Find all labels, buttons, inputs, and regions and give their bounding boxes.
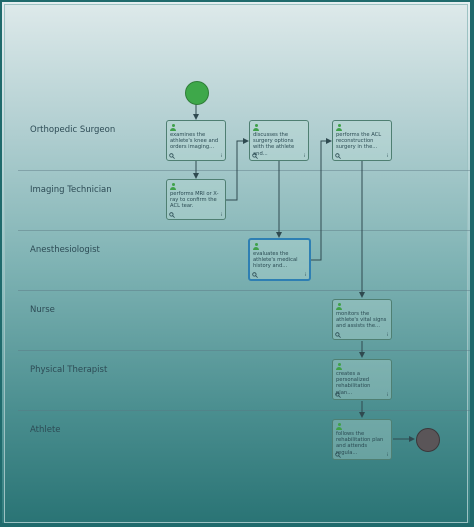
task-text: examines the athlete's knee and orders i… <box>170 132 219 151</box>
person-icon <box>170 183 176 190</box>
task-marker: i <box>303 154 305 159</box>
magnifier-icon <box>335 392 341 398</box>
task-text: evaluates the athlete's medical history … <box>253 251 298 270</box>
task-evaluate-history[interactable]: evaluates the athlete's medical history … <box>248 238 311 281</box>
end-event[interactable] <box>416 428 440 452</box>
task-marker: i <box>220 154 222 159</box>
magnifier-icon <box>335 452 341 458</box>
lane-separator <box>18 170 470 171</box>
person-icon <box>170 124 176 131</box>
task-text: creates a personalized rehabilitation pl… <box>336 371 371 396</box>
task-text: follows the rehabilitation plan and atte… <box>336 431 384 456</box>
lane-separator <box>18 290 470 291</box>
task-marker: i <box>304 273 306 278</box>
lane-separator <box>18 410 470 411</box>
task-marker: i <box>386 393 388 398</box>
task-marker: i <box>386 333 388 338</box>
person-icon <box>336 303 342 310</box>
start-event[interactable] <box>185 81 209 105</box>
person-icon <box>253 124 259 131</box>
person-icon <box>336 423 342 430</box>
task-mri-xray[interactable]: performs MRI or X-ray to confirm the ACL… <box>166 179 226 220</box>
magnifier-icon <box>252 272 258 278</box>
lane-label-nurse: Nurse <box>30 305 55 315</box>
magnifier-icon <box>335 332 341 338</box>
task-rehab-plan[interactable]: creates a personalized rehabilitation pl… <box>332 359 392 400</box>
person-icon <box>253 243 259 250</box>
task-text: performs MRI or X-ray to confirm the ACL… <box>170 191 219 210</box>
lane-label-orthopedic-surgeon: Orthopedic Surgeon <box>30 125 116 135</box>
task-text: monitors the athlete's vital signs and a… <box>336 311 387 330</box>
magnifier-icon <box>252 153 258 159</box>
task-text: discusses the surgery options with the a… <box>253 132 295 157</box>
task-perform-surgery[interactable]: performs the ACL reconstruction surgery … <box>332 120 392 161</box>
lane-label-physical-therapist: Physical Therapist <box>30 365 108 375</box>
lane-label-athlete: Athlete <box>30 425 61 435</box>
task-marker: i <box>386 154 388 159</box>
task-follow-plan[interactable]: follows the rehabilitation plan and atte… <box>332 419 392 460</box>
task-examine-knee[interactable]: examines the athlete's knee and orders i… <box>166 120 226 161</box>
lane-separator <box>18 350 470 351</box>
diagram-canvas <box>4 4 468 523</box>
lane-label-imaging-technician: Imaging Technician <box>30 185 112 195</box>
person-icon <box>336 124 342 131</box>
lane-separator <box>18 230 470 231</box>
task-marker: i <box>220 213 222 218</box>
person-icon <box>336 363 342 370</box>
task-marker: i <box>386 453 388 458</box>
magnifier-icon <box>169 153 175 159</box>
lane-label-anesthesiologist: Anesthesiologist <box>30 245 100 255</box>
task-monitor-vitals[interactable]: monitors the athlete's vital signs and a… <box>332 299 392 340</box>
task-text: performs the ACL reconstruction surgery … <box>336 132 382 151</box>
magnifier-icon <box>169 212 175 218</box>
task-discuss-surgery[interactable]: discusses the surgery options with the a… <box>249 120 309 161</box>
magnifier-icon <box>335 153 341 159</box>
